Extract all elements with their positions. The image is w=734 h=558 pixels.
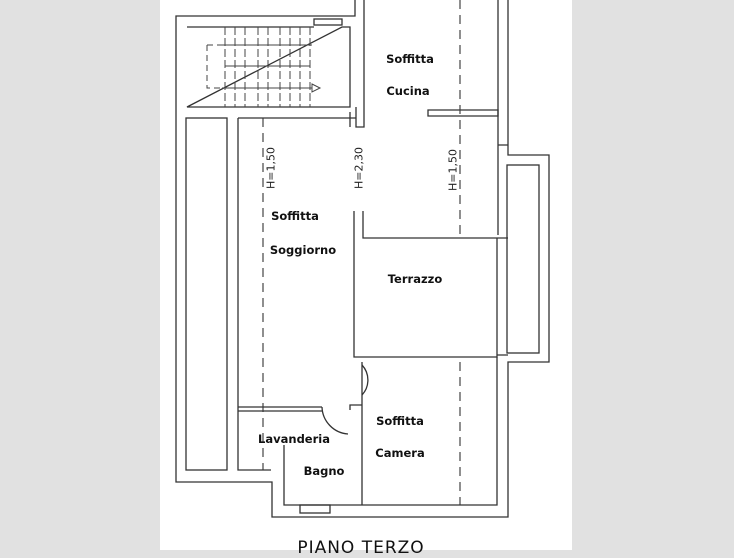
floor-plan-sheet xyxy=(160,0,572,550)
inner-wall-top-left xyxy=(186,26,351,108)
outer-wall-top-left xyxy=(175,0,550,518)
camera-walls xyxy=(283,357,498,506)
right-wall xyxy=(497,0,508,235)
room-label-soffitta-camera: Soffitta xyxy=(376,414,424,428)
staircase xyxy=(206,27,322,107)
soggiorno-walls xyxy=(237,117,351,471)
cucina-partition xyxy=(427,109,499,117)
left-strip xyxy=(185,117,228,471)
right-strip xyxy=(506,164,540,354)
height-label-center: H=2,30 xyxy=(352,147,366,189)
room-label-camera: Camera xyxy=(375,446,425,460)
window-top xyxy=(313,18,343,26)
room-label-soffitta-soggiorno: Soffitta xyxy=(271,209,319,223)
terrazzo-walls xyxy=(353,211,508,358)
room-label-bagno: Bagno xyxy=(303,464,345,478)
room-label-cucina: Cucina xyxy=(386,84,430,98)
central-wall xyxy=(349,0,365,128)
room-label-soggiorno: Soggiorno xyxy=(269,243,337,257)
door-swing-camera xyxy=(361,364,369,396)
room-label-soffitta-cucina: Soffitta xyxy=(386,52,434,66)
window-bottom xyxy=(299,504,331,514)
room-label-lavanderia: Lavanderia xyxy=(258,432,330,446)
room-label-terrazzo: Terrazzo xyxy=(387,272,443,286)
floor-title: PIANO TERZO xyxy=(297,538,425,558)
height-label-left: H=1,50 xyxy=(264,147,278,189)
height-label-right: H=1,50 xyxy=(446,149,460,191)
door-swing-bagno xyxy=(321,406,349,435)
